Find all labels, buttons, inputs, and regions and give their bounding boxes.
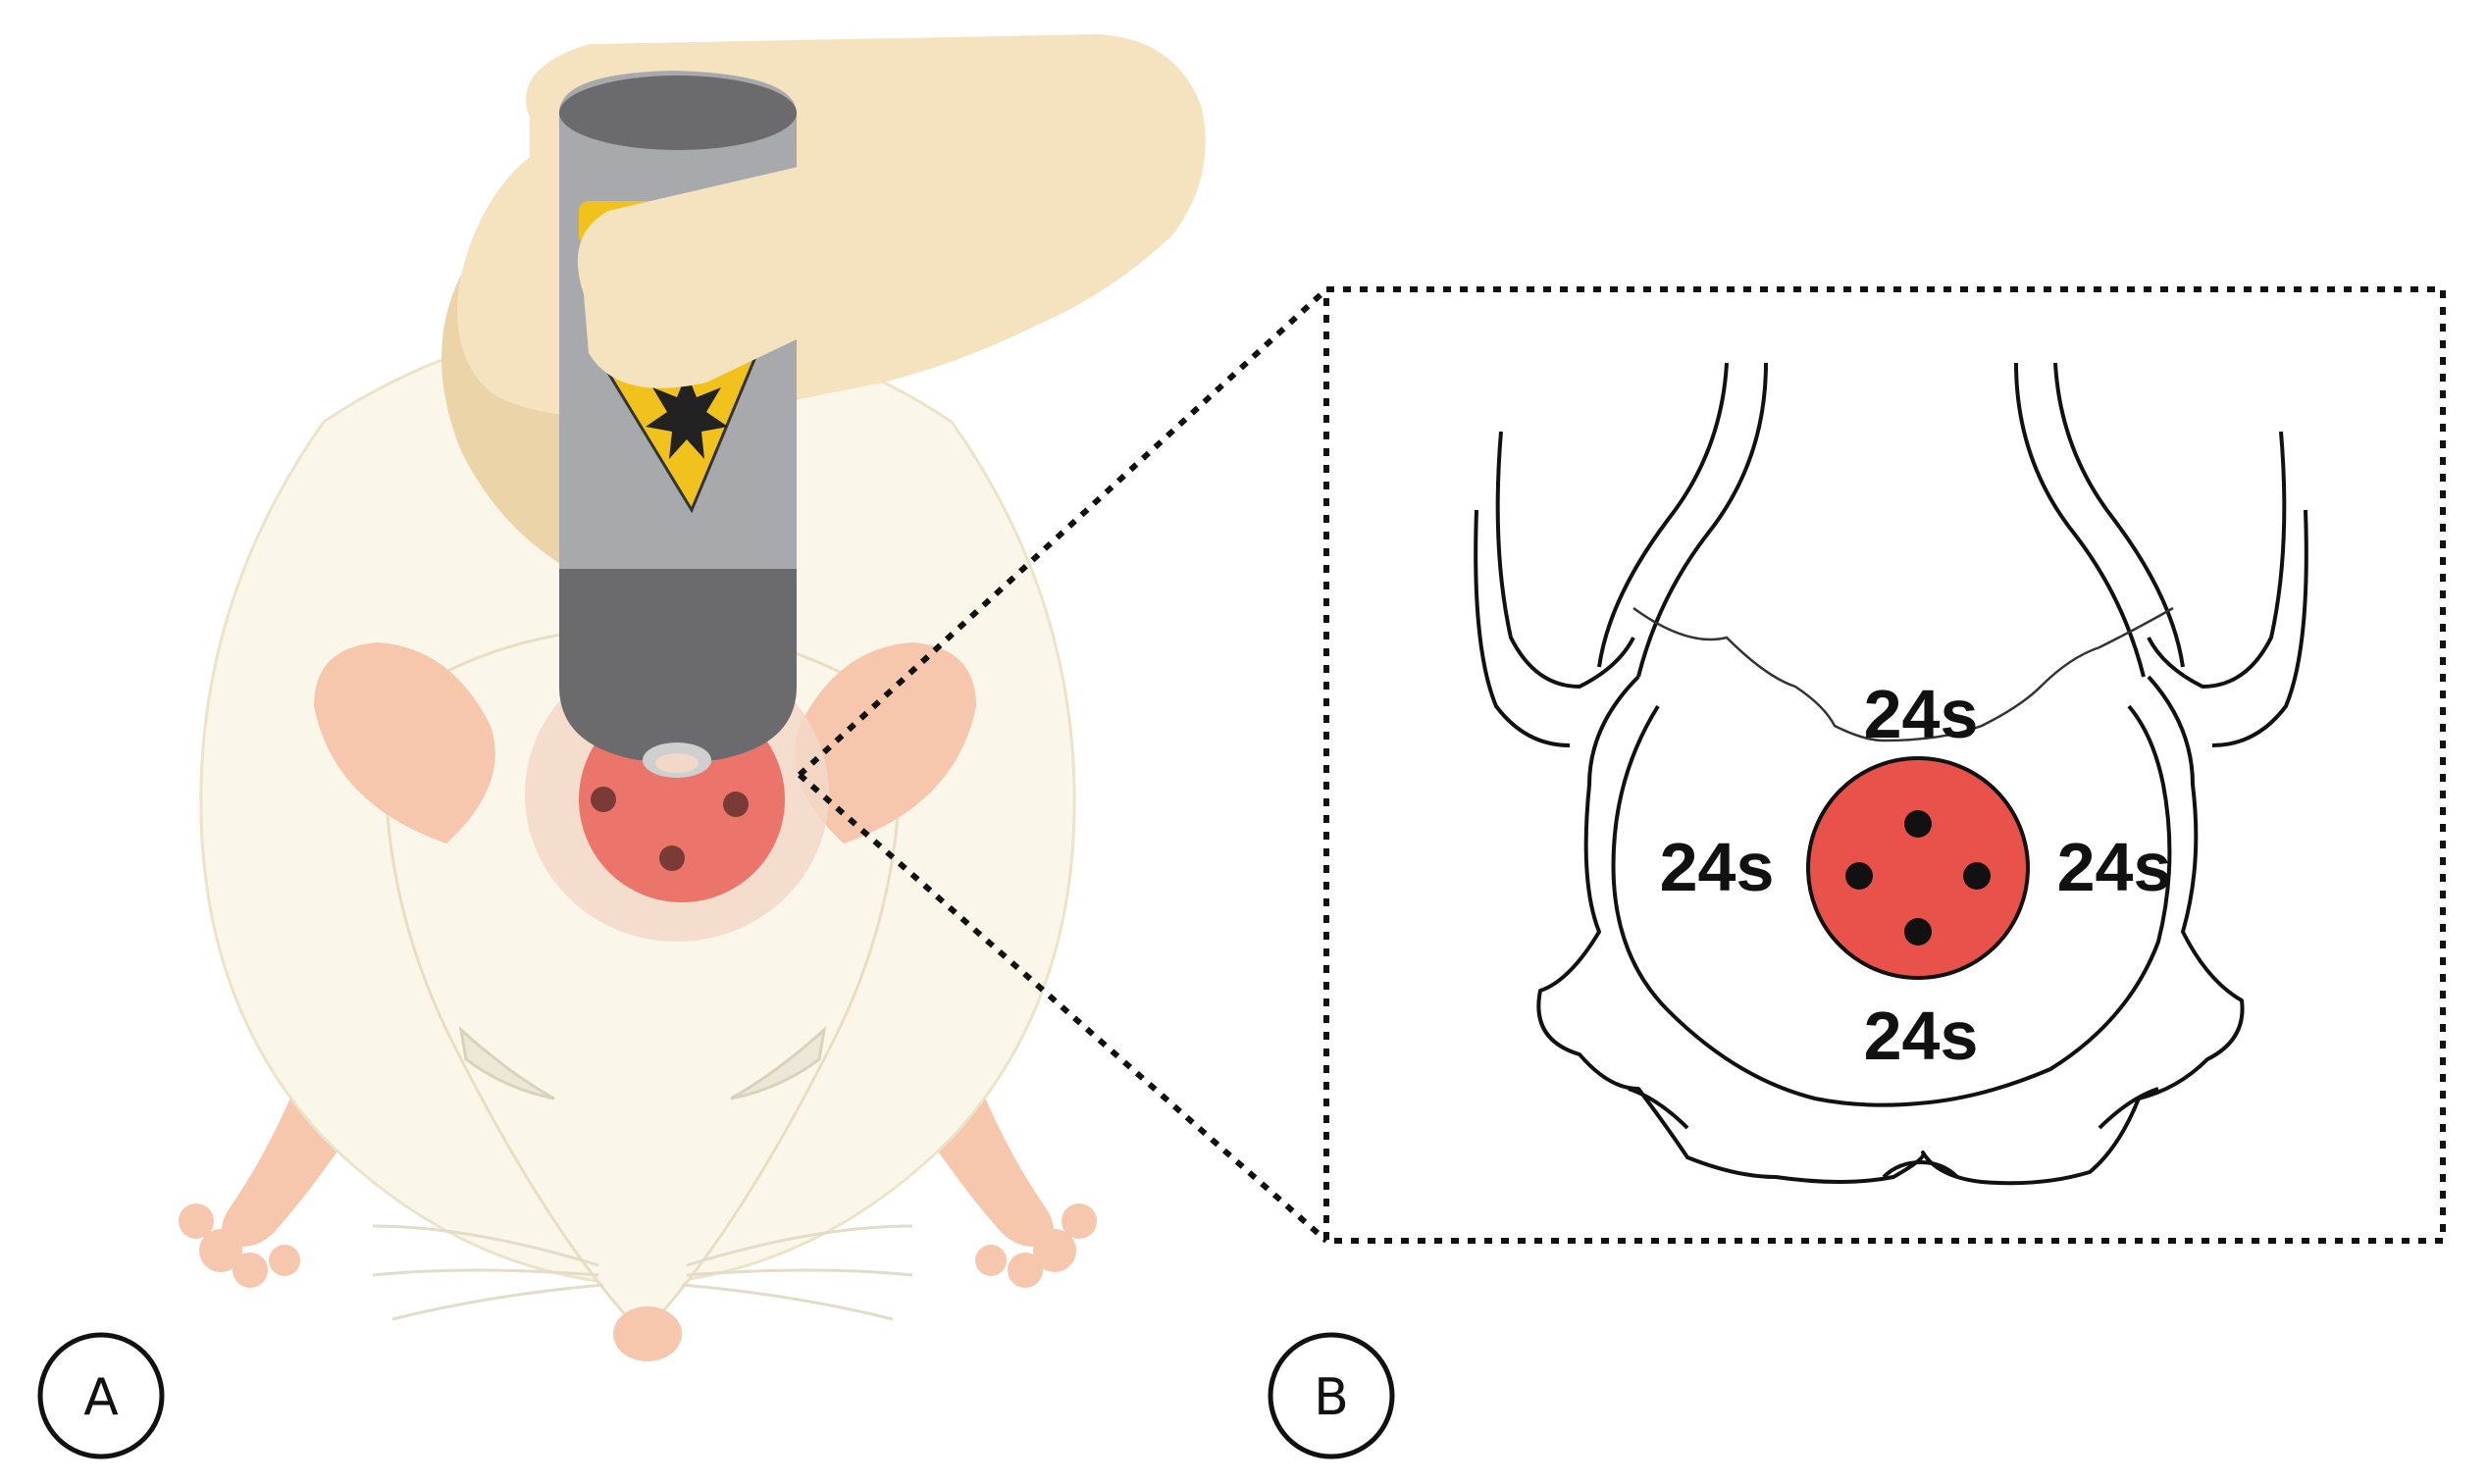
laser-points — [1845, 810, 1991, 946]
panel-a-label-badge: A — [37, 1332, 165, 1459]
duration-left: 24s — [1660, 829, 1775, 905]
duration-top: 24s — [1864, 676, 1979, 752]
mouse-left-ear — [314, 642, 495, 844]
panel-b-label: B — [1314, 1368, 1349, 1427]
skull-outline — [1474, 362, 2308, 1186]
whiskers — [372, 1224, 913, 1321]
skull-suture — [1632, 606, 2174, 742]
hand-finger — [577, 143, 993, 388]
mouse-nose — [613, 1306, 682, 1361]
panel-a-label: A — [83, 1368, 119, 1427]
zoom-box — [1323, 286, 2446, 1244]
irradiation-spot — [1806, 756, 2030, 980]
zoom-connector-lines — [797, 286, 1329, 1244]
duration-right: 24s — [2057, 829, 2172, 905]
panel-a-illustration — [179, 34, 1206, 1361]
duration-bottom: 24s — [1864, 998, 1979, 1074]
mouse-right-ear — [795, 642, 976, 844]
panel-b-label-badge: B — [1268, 1332, 1395, 1459]
mouse-eyes — [458, 1026, 827, 1100]
